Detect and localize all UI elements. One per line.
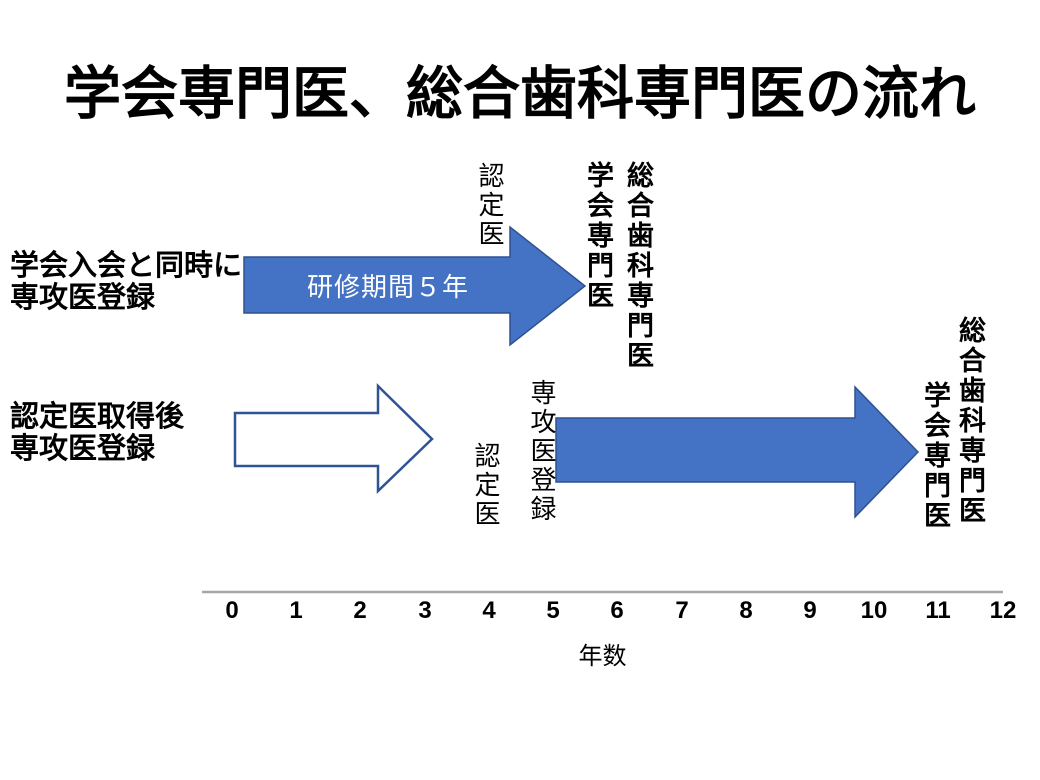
axis-tick: 8	[739, 597, 753, 624]
axis-tick: 9	[803, 597, 817, 624]
row1-milestone-general-specialist: 総合歯科専門医	[623, 161, 653, 371]
axis-tick: 12	[989, 597, 1017, 624]
axis-tick: 2	[353, 597, 367, 624]
axis-tick: 4	[482, 597, 496, 624]
axis-tick: 7	[675, 597, 689, 624]
row2-specialist-arrow-shape	[555, 385, 920, 519]
row1-label-line1: 学会入会と同時に	[10, 250, 243, 282]
row1-training-arrow-shape	[243, 225, 587, 347]
axis-tick: 5	[546, 597, 560, 624]
row1-milestone-certified: 認定医	[475, 162, 505, 249]
row2-milestone-society-specialist: 学会専門医	[920, 381, 950, 531]
axis-tick: 3	[418, 597, 432, 624]
row1-label: 学会入会と同時に 専攻医登録	[10, 250, 242, 314]
slide-title: 学会専門医、総合歯科専門医の流れ	[64, 62, 976, 126]
row1-arrow-text: 研修期間５年	[306, 271, 469, 302]
row1-milestone-society-specialist: 学会専門医	[583, 161, 613, 311]
axis-tick: 10	[860, 597, 888, 624]
axis-tick: 11	[925, 597, 951, 624]
row2-label-line2: 専攻医登録	[10, 433, 156, 465]
row2-milestone-general-specialist: 総合歯科専門医	[955, 316, 985, 526]
axis-title: 年数	[578, 643, 627, 670]
axis-tick: 0	[225, 597, 239, 624]
row2-label-line1: 認定医取得後	[10, 401, 185, 433]
row2-milestone-certified: 認定医	[471, 442, 501, 529]
axis-tick: 6	[610, 597, 624, 624]
axis-tick: 1	[289, 597, 303, 624]
row2-outline-arrow-shape	[233, 383, 434, 494]
row2-milestone-registration: 専攻医登録	[527, 379, 557, 524]
row1-label-line2: 専攻医登録	[10, 282, 156, 314]
row2-label: 認定医取得後 専攻医登録	[10, 401, 184, 465]
